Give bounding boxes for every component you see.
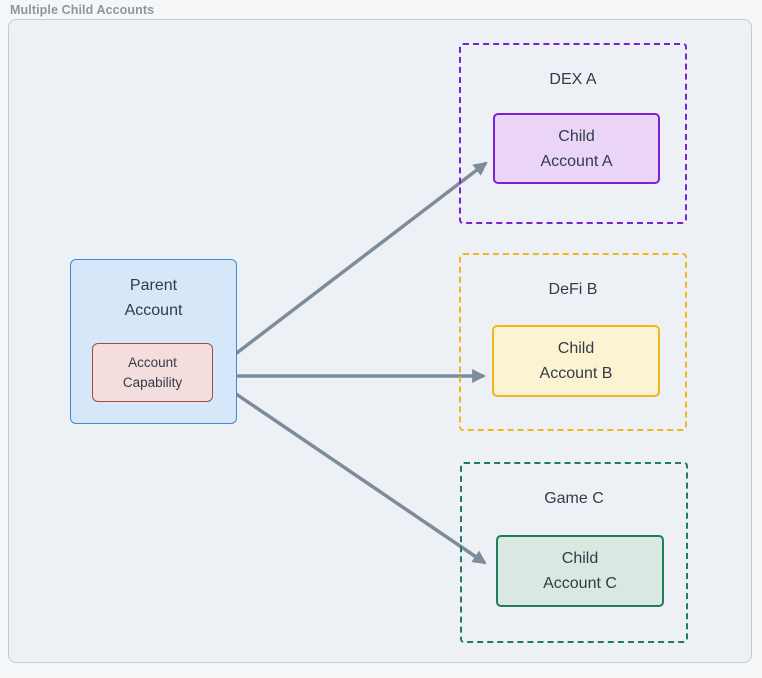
- service-label-game-c: Game C: [544, 490, 604, 507]
- account-capability-label-line1: Account: [128, 354, 177, 370]
- child-account-b-label-line1: Child: [557, 340, 595, 357]
- parent-account-label-line1: Parent: [129, 277, 178, 294]
- child-account-a-node: Child Account A: [493, 113, 660, 184]
- diagram-title: Multiple Child Accounts: [10, 3, 155, 17]
- service-group-dex-a: DEX A: [459, 43, 687, 224]
- child-account-a-label-line1: Child: [558, 127, 595, 145]
- account-capability-node: Account Capability: [92, 343, 213, 402]
- child-account-b-label-line2: Account B: [539, 365, 613, 382]
- child-account-c-node: Child Account C: [496, 535, 664, 607]
- service-group-game-c: Game C: [460, 462, 688, 643]
- child-account-c-label-line1: Child: [561, 550, 599, 567]
- parent-account-label-line2: Account: [124, 302, 183, 319]
- child-account-c-label-line2: Account C: [543, 575, 617, 592]
- service-label-defi-b: DeFi B: [548, 281, 598, 298]
- service-label-dex-a: DEX A: [549, 71, 597, 88]
- child-account-a-label-line2: Account A: [540, 152, 613, 170]
- account-capability-label-line2: Capability: [122, 374, 183, 390]
- parent-account-node: Parent Account Account Capability: [70, 259, 237, 424]
- service-group-defi-b: DeFi B: [459, 253, 687, 431]
- child-account-b-node: Child Account B: [492, 325, 660, 397]
